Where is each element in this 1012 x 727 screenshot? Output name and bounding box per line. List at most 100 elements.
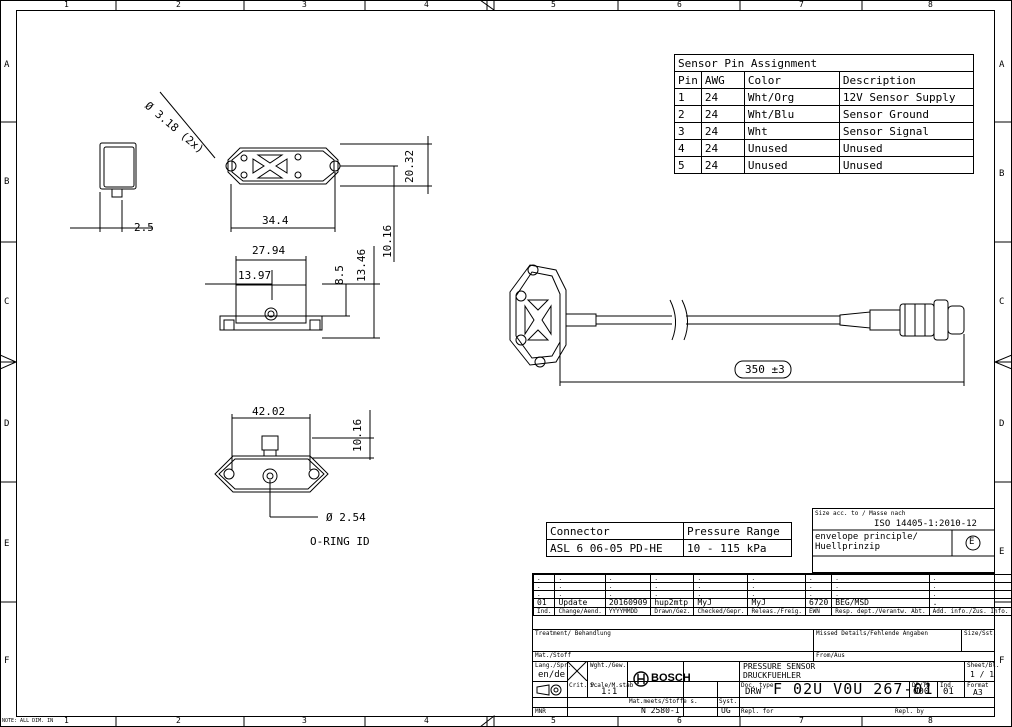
table-cell: 24	[700, 122, 745, 140]
dim-34-4: 34.4	[262, 214, 289, 227]
replaced-for-label: Repl. for	[741, 708, 774, 715]
table-cell: 2	[674, 105, 702, 123]
dim-2-5: 2.5	[134, 221, 154, 234]
dim-13-97: 13.97	[238, 269, 272, 282]
dim-27-94: 27.94	[252, 244, 286, 257]
rev-header: Releas./Freig.	[747, 607, 807, 616]
table-cell: Sensor Ground	[838, 105, 975, 123]
pressure-value: 10 - 115 kPa	[683, 539, 792, 557]
rev-header: Resp. dept./Verantw. Abt.	[831, 607, 930, 616]
dim-42-02: 42.02	[252, 405, 286, 418]
row-label: B	[4, 177, 10, 187]
dim-10-16-a: 10.16	[381, 224, 394, 258]
table-cell: 24	[700, 156, 745, 174]
pin-header: Color	[743, 71, 840, 89]
table-cell: 4	[674, 139, 702, 157]
table-cell: Unused	[838, 156, 975, 174]
table-cell: Unused	[838, 139, 975, 157]
row-label: E	[4, 539, 10, 549]
rev-header: Ind.	[532, 607, 556, 616]
size-box-huell: Huellprinzip	[815, 542, 881, 552]
drawing-number: F 02U V0U 267-01	[773, 680, 934, 698]
system-label: Syst.	[719, 698, 738, 705]
rev-date: 20160909	[604, 598, 652, 608]
dim-8-5: 8.5	[333, 265, 346, 285]
dp-label: DP/TD	[912, 682, 931, 689]
row-label: D	[4, 419, 10, 429]
rev-header: Add. info./Zus. Info.	[928, 607, 1012, 616]
missed-details-label: Missed Details/Fehlende Angaben	[816, 630, 928, 637]
sheet-value: 1 / 1	[970, 670, 995, 679]
table-cell: 12V Sensor Supply	[838, 88, 975, 106]
rev-checked: MyJ	[693, 598, 749, 608]
replaced-by-label: Repl. by	[895, 708, 924, 715]
footer-note: NOTE: ALL DIM. IN	[2, 718, 54, 724]
rev-ewn: 6720	[805, 598, 833, 608]
col-label: 4	[424, 0, 429, 9]
drawing-name-en: PRESSURE SENSOR	[743, 662, 816, 671]
rev-change: Update	[554, 598, 606, 608]
rev-released: MyJ	[747, 598, 807, 608]
revision-table: ......... ......... ......... 01 Update …	[532, 574, 1012, 616]
dim-20-32: 20.32	[403, 149, 416, 183]
row-label: D	[999, 419, 1005, 429]
rev-header: Drawn/Gez.	[650, 607, 695, 616]
row-label: F	[4, 656, 10, 666]
col-label: 1	[64, 0, 69, 9]
table-cell: 24	[700, 88, 745, 106]
table-cell: 24	[700, 139, 745, 157]
connector-table: Connector Pressure Range ASL 6 06-05 PD-…	[546, 522, 792, 557]
dp-value: 000	[913, 687, 930, 697]
dim-10-16-b: 10.16	[351, 418, 364, 452]
col-label: 8	[928, 0, 933, 9]
mat-meets-label: Mat.meets/Stoffe s.	[629, 698, 698, 705]
cable-length-dim: 350 ±3	[745, 363, 785, 376]
pin-assignment-table: Sensor Pin Assignment Pin AWG Color Desc…	[674, 54, 975, 174]
row-label: F	[999, 656, 1005, 666]
scale-label: Scale/M.stab	[590, 682, 634, 689]
doc-type-value: DRW	[745, 687, 762, 697]
rev-dept: BEG/MSD	[831, 598, 930, 608]
rev-header: EWN	[805, 607, 833, 616]
col-label: 3	[302, 716, 307, 725]
rev-header: Checked/Gepr.	[693, 607, 749, 616]
material-label: Mat./Stoff	[535, 652, 572, 659]
pin-header: Pin	[674, 71, 702, 89]
rev-info: .	[928, 598, 1012, 608]
table-cell: 24	[700, 105, 745, 123]
index-value: 01	[943, 687, 954, 697]
col-label: 7	[799, 0, 804, 9]
col-label: 6	[677, 0, 682, 9]
dim-13-46: 13.46	[355, 248, 368, 282]
row-label: C	[4, 297, 10, 307]
col-label: 5	[551, 0, 556, 9]
weight-label: Wght./Gew.	[590, 662, 627, 669]
format-label: Format	[967, 682, 989, 689]
row-label: A	[4, 60, 10, 70]
col-label: 1	[64, 716, 69, 725]
row-label: E	[999, 547, 1005, 557]
table-cell: Wht/Blu	[743, 105, 840, 123]
title-block: ......... ......... ......... 01 Update …	[532, 573, 1012, 717]
rev-header: Change/Aend.	[554, 607, 606, 616]
size-box-iso: ISO 14405-1:2010-12	[874, 519, 977, 529]
table-cell: 3	[674, 122, 702, 140]
bosch-logo-icon	[633, 671, 649, 687]
table-cell: Wht	[743, 122, 840, 140]
table-cell: 5	[674, 156, 702, 174]
drawing-name-de: DRUCKFUEHLER	[743, 671, 801, 680]
size-sheet-label: Size/Sst.	[964, 630, 997, 637]
dim-2-54: Ø 2.54	[326, 511, 366, 524]
col-label: 7	[799, 716, 804, 725]
norm-value: N 2580-1	[641, 706, 680, 715]
col-label: 4	[424, 716, 429, 725]
col-label: 2	[176, 0, 181, 9]
connector-header: Connector	[546, 522, 684, 540]
envelope-symbol-icon: E	[969, 537, 975, 547]
sheet-label: Sheet/Bl.	[967, 662, 1000, 669]
crit-label: Crit. P.	[569, 682, 598, 689]
pin-header: Description	[838, 71, 975, 89]
